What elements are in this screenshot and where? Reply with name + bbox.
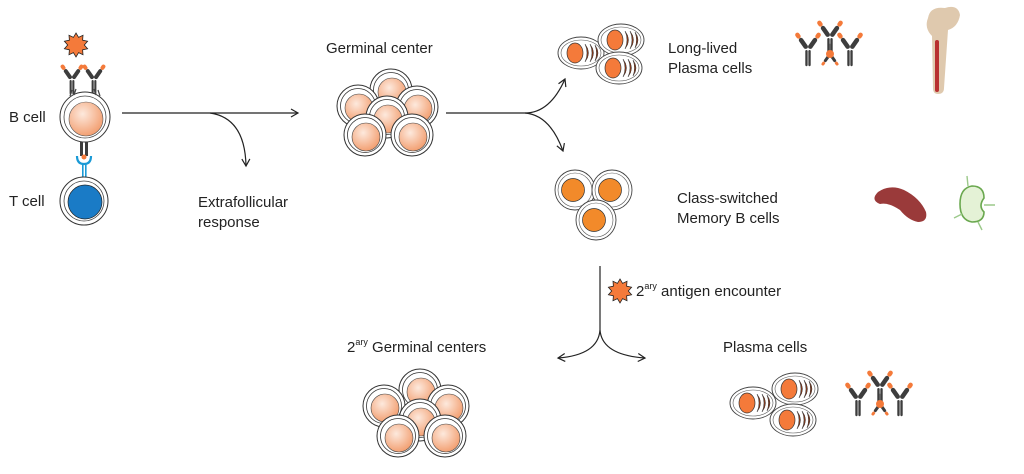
secondary-prefix: 2 <box>347 339 356 356</box>
antigen-star-icon-secondary <box>608 278 632 304</box>
t-cell-label: T cell <box>9 193 45 210</box>
antibody-cluster-icon <box>794 20 863 66</box>
long-lived-label-line1: Long-lived <box>668 40 738 57</box>
extrafollicular-label-line2: response <box>198 214 260 231</box>
secondary-germinal-center-icon <box>362 368 470 458</box>
secondary-antigen-text: antigen encounter <box>656 283 782 300</box>
arrow-to-plasma-cells-secondary <box>599 329 647 363</box>
b-cell-label: B cell <box>9 109 46 126</box>
arrow-to-plasma-cells <box>524 77 567 114</box>
lymph-node-icon <box>953 175 995 231</box>
b-cell-receptors-icon <box>59 63 107 95</box>
t-cell-icon <box>59 176 109 226</box>
extrafollicular-label-line1: Extrafollicular <box>198 194 289 211</box>
secondary-prefix: 2 <box>636 283 645 300</box>
arrow-to-extrafollicular <box>209 112 251 168</box>
secondary-superscript: ary <box>644 281 657 291</box>
germinal-center-icon <box>336 68 439 157</box>
antigen-star-icon <box>64 32 88 58</box>
antibody-cluster-icon-secondary <box>844 370 913 416</box>
class-switched-label-line2: Memory B cells <box>677 210 780 227</box>
secondary-superscript: ary <box>355 337 368 347</box>
plasma-cells-label: Plasma cells <box>723 339 808 356</box>
spleen-icon <box>874 187 927 222</box>
class-switched-label-line1: Class-switched <box>677 190 778 207</box>
mhc-tcr-complex-icon <box>75 142 93 177</box>
b-cell-icon <box>59 88 111 143</box>
secondary-antigen-label: 2ary antigen encounter <box>636 282 781 301</box>
bone-marrow-icon <box>926 6 960 94</box>
plasma-cells-icon <box>729 372 819 437</box>
long-lived-plasma-cells-icon <box>557 23 645 85</box>
memory-b-cells-icon <box>554 169 633 241</box>
germinal-center-label: Germinal center <box>326 40 433 57</box>
secondary-gc-label: 2ary Germinal centers <box>347 338 486 357</box>
arrow-to-memory-cells <box>524 112 565 153</box>
arrow-to-secondary-gc <box>556 329 601 363</box>
long-lived-label-line2: Plasma cells <box>668 60 753 77</box>
secondary-gc-text: Germinal centers <box>367 339 487 356</box>
